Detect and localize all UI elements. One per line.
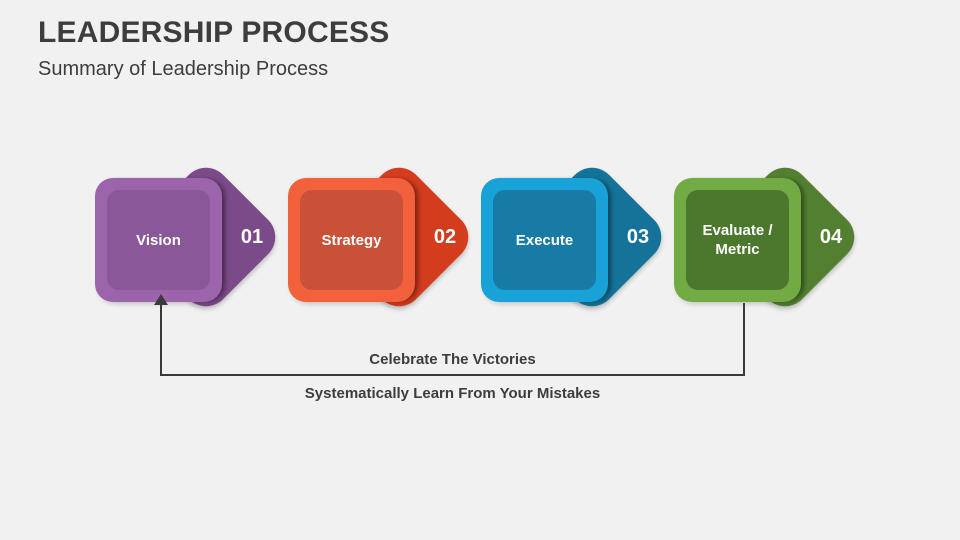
process-step-1: Vision 01 <box>95 157 286 318</box>
process-step-4: Evaluate / Metric 04 <box>674 157 865 318</box>
feedback-caption-celebrate: Celebrate The Victories <box>369 351 536 368</box>
feedback-line-bottom <box>160 374 745 376</box>
step-3-label-panel: Execute <box>493 190 596 290</box>
step-3-number: 03 <box>626 226 650 248</box>
step-3-label: Execute <box>515 231 574 249</box>
feedback-line-right <box>743 303 745 376</box>
step-2-label-panel: Strategy <box>300 190 403 290</box>
step-1-label-panel: Vision <box>107 190 210 290</box>
step-2-number: 02 <box>433 226 457 248</box>
step-1-label: Vision <box>136 231 181 249</box>
slide-subtitle: Summary of Leadership Process <box>38 58 329 80</box>
step-2-label: Strategy <box>321 231 382 249</box>
step-1-number: 01 <box>240 226 264 248</box>
feedback-line-left <box>160 304 162 376</box>
process-step-3: Execute 03 <box>481 157 672 318</box>
step-4-label: Evaluate / Metric <box>702 222 773 258</box>
step-4-label-panel: Evaluate / Metric <box>686 190 789 290</box>
feedback-caption-learn: Systematically Learn From Your Mistakes <box>304 385 601 402</box>
feedback-arrowhead-icon <box>154 294 168 305</box>
step-4-number: 04 <box>819 226 843 248</box>
process-step-2: Strategy 02 <box>288 157 479 318</box>
slide-title: LEADERSHIP PROCESS <box>38 16 390 49</box>
